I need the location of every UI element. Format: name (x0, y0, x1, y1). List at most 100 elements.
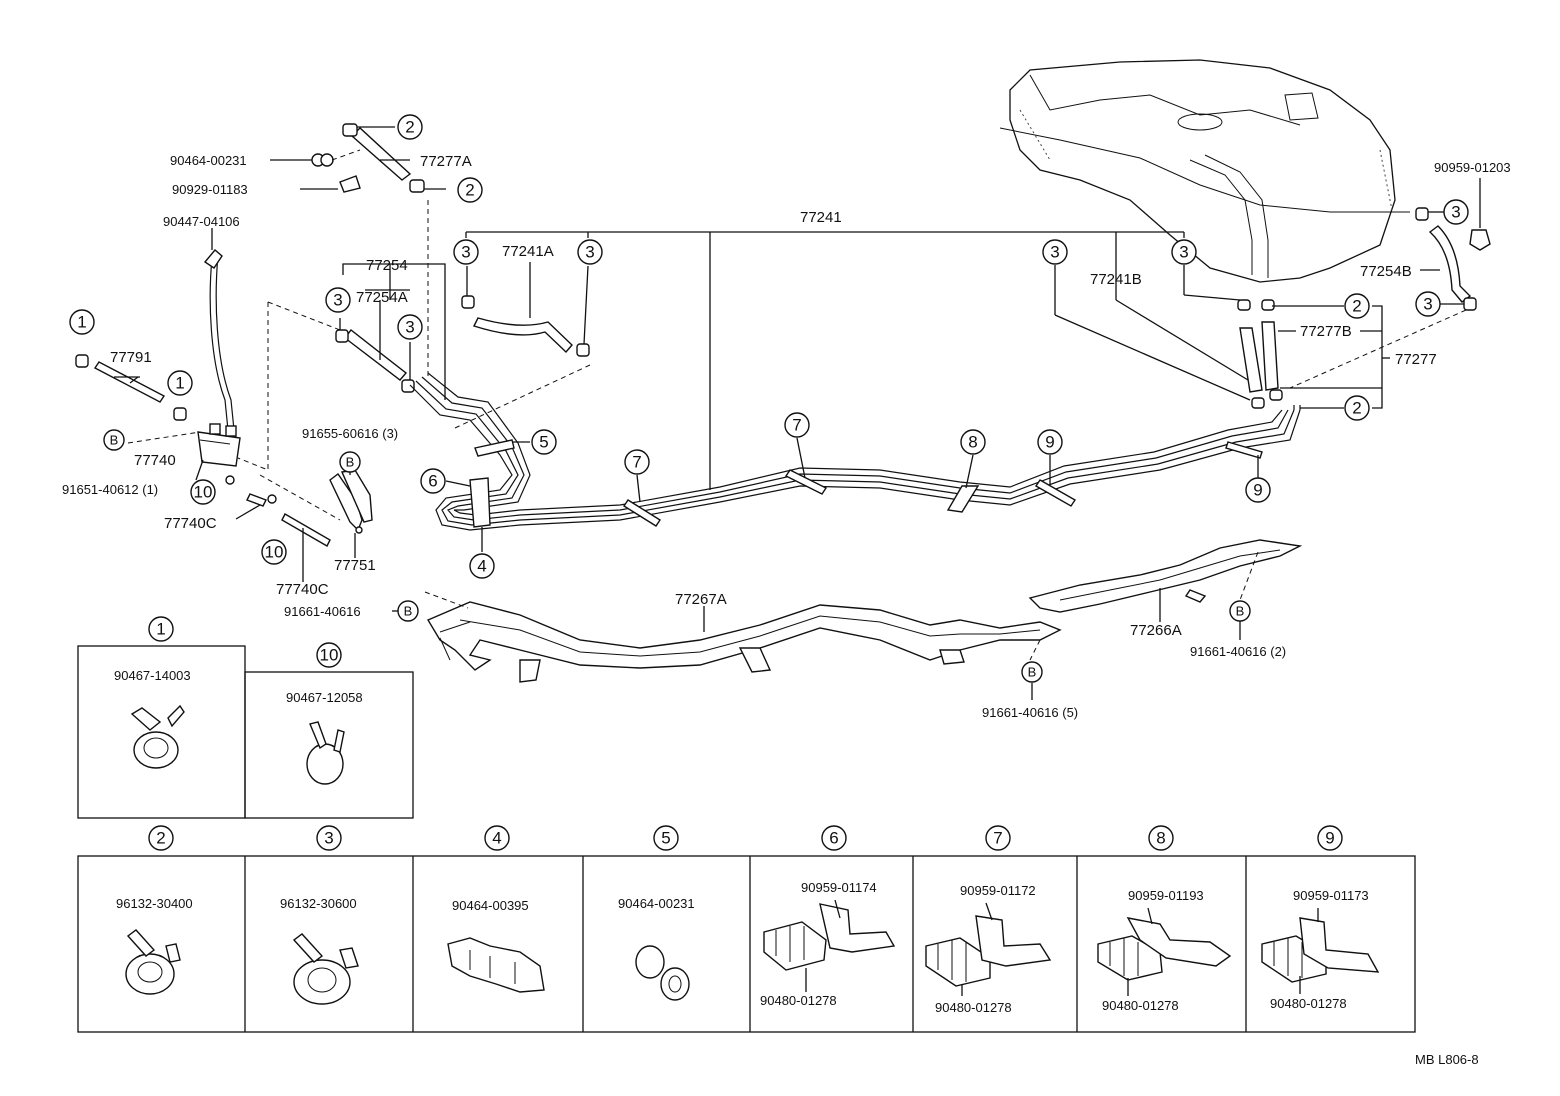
circle-ref-B-d: B (1229, 600, 1251, 622)
circle-ref-2-top: 2 (397, 114, 423, 140)
svg-text:B: B (1236, 604, 1245, 619)
legend-9-sub: 90480-01278 (1270, 996, 1347, 1011)
label-77267A: 77267A (675, 591, 727, 608)
callout-labels: 90464-00231 90929-01183 77277A 90447-041… (62, 153, 1511, 720)
legend-5-header: 5 (653, 825, 679, 851)
circle-ref-3-d: 3 (397, 314, 423, 340)
svg-text:1: 1 (77, 313, 86, 332)
label-77241: 77241 (800, 209, 842, 226)
fuel-tank-illustration (999, 59, 1410, 283)
label-91661-40616-5: 91661-40616 (5) (982, 705, 1078, 720)
circle-ref-B-a: B (103, 429, 125, 451)
label-91651-40612: 91651-40612 (1) (62, 482, 158, 497)
circle-ref-B-e: B (1021, 661, 1043, 683)
label-91661-40616-2: 91661-40616 (2) (1190, 644, 1286, 659)
label-90464-00231: 90464-00231 (170, 153, 247, 168)
label-77254A: 77254A (356, 289, 408, 306)
svg-text:3: 3 (405, 318, 414, 337)
svg-text:7: 7 (632, 453, 641, 472)
label-77254: 77254 (366, 257, 408, 274)
svg-text:2: 2 (405, 118, 414, 137)
clamp-90959-01172-icon (925, 902, 1052, 996)
circle-ref-2-d: 2 (1344, 395, 1370, 421)
clamp-90467-12058-icon (306, 721, 345, 785)
legend-3-header: 3 (316, 825, 342, 851)
legend-6-sub: 90480-01278 (760, 993, 837, 1008)
legend-8-sub: 90480-01278 (1102, 998, 1179, 1013)
svg-text:3: 3 (333, 291, 342, 310)
label-77277A: 77277A (420, 153, 472, 170)
label-77266A: 77266A (1130, 622, 1182, 639)
svg-text:9: 9 (1325, 829, 1334, 848)
svg-text:3: 3 (324, 829, 333, 848)
svg-text:10: 10 (320, 646, 339, 665)
svg-text:3: 3 (1050, 243, 1059, 262)
legend-4-header: 4 (484, 825, 510, 851)
svg-text:B: B (1028, 665, 1037, 680)
fuel-filter-77740-group (75, 228, 341, 582)
clamp-96132-30400-icon (125, 929, 181, 995)
svg-text:B: B (110, 433, 119, 448)
svg-text:B: B (404, 604, 413, 619)
label-77277B: 77277B (1300, 323, 1352, 340)
svg-text:3: 3 (1451, 203, 1460, 222)
svg-text:8: 8 (1156, 829, 1165, 848)
svg-text:2: 2 (1352, 399, 1361, 418)
legend-1-part: 90467-14003 (114, 668, 191, 683)
circle-ref-6: 6 (420, 468, 446, 494)
svg-text:2: 2 (465, 181, 474, 200)
svg-text:5: 5 (539, 433, 548, 452)
hoses-77254A-77241A (267, 262, 591, 429)
svg-text:9: 9 (1253, 481, 1262, 500)
circle-ref-2-c: 2 (1344, 293, 1370, 319)
legend-8-header: 8 (1148, 825, 1174, 851)
label-77241B: 77241B (1090, 271, 1142, 288)
legend-8-part: 90959-01193 (1128, 888, 1204, 903)
bracket-77751 (329, 468, 373, 558)
svg-text:2: 2 (1352, 297, 1361, 316)
clamp-90959-01173-icon (1261, 908, 1380, 994)
clip-90464-00395-icon (447, 937, 545, 993)
legend-2-part: 96132-30400 (116, 896, 193, 911)
legend-10-header: 10 (316, 642, 342, 668)
legend-2-header: 2 (148, 825, 174, 851)
legend-3-part: 96132-30600 (280, 896, 357, 911)
clip-90464-00231-icon (635, 945, 690, 1001)
clamp-90959-01193-icon (1097, 907, 1232, 996)
legend-9-part: 90959-01173 (1293, 888, 1369, 903)
diagram-code: MB L806-8 (1415, 1052, 1479, 1067)
circle-ref-9-b: 9 (1245, 477, 1271, 503)
circle-ref-3-f: 3 (1171, 239, 1197, 265)
label-77740: 77740 (134, 452, 176, 469)
svg-text:10: 10 (194, 483, 213, 502)
svg-text:4: 4 (492, 829, 501, 848)
svg-text:1: 1 (175, 374, 184, 393)
legend-6-header: 6 (821, 825, 847, 851)
svg-text:3: 3 (461, 243, 470, 262)
legend-1-header: 1 (148, 616, 174, 642)
circle-ref-9-a: 9 (1037, 429, 1063, 455)
label-77740C-b: 77740C (276, 581, 329, 598)
label-77791: 77791 (110, 349, 152, 366)
svg-text:3: 3 (1179, 243, 1188, 262)
legend-5-part: 90464-00231 (618, 896, 695, 911)
circle-ref-3-b: 3 (577, 239, 603, 265)
legend-6-part: 90959-01174 (801, 880, 877, 895)
svg-text:3: 3 (1423, 295, 1432, 314)
circle-ref-4: 4 (469, 553, 495, 579)
clamp-90959-01174-icon (763, 899, 896, 992)
circle-ref-1-b: 1 (167, 370, 193, 396)
label-90447-04106: 90447-04106 (163, 214, 240, 229)
label-90959-01203: 90959-01203 (1434, 160, 1511, 175)
label-77241A: 77241A (502, 243, 554, 260)
label-91661-40616-a: 91661-40616 (284, 604, 361, 619)
svg-text:3: 3 (585, 243, 594, 262)
svg-text:B: B (346, 455, 355, 470)
hoses-77277B-77254B (1237, 178, 1491, 409)
svg-text:9: 9 (1045, 433, 1054, 452)
circle-ref-3-g: 3 (1443, 199, 1469, 225)
circle-ref-1-a: 1 (69, 309, 95, 335)
svg-text:1: 1 (156, 620, 165, 639)
circle-ref-B-b: B (339, 451, 361, 473)
